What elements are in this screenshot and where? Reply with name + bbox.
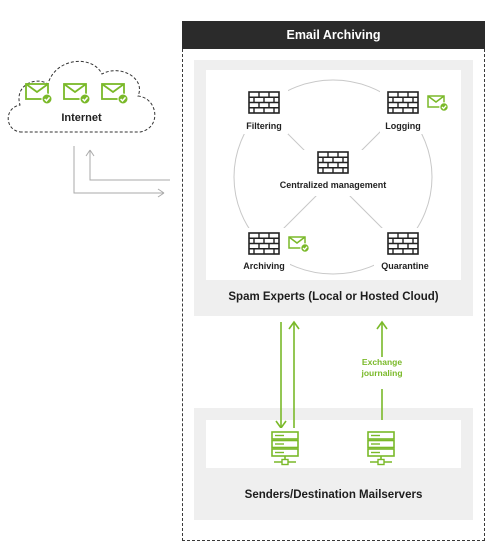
mail-flow-arrows [275, 320, 388, 430]
filtering-label: Filtering [246, 121, 282, 131]
mailservers-inner [206, 420, 461, 468]
brick-wall-icon [387, 91, 419, 114]
centralized-management-label: Centralized management [279, 180, 387, 190]
email-archiving-header: Email Archiving [182, 21, 485, 49]
server-icon [367, 431, 395, 466]
brick-wall-icon [248, 91, 280, 114]
journaling-line-1: Exchange [361, 357, 403, 367]
internet-flow-arrows [73, 146, 170, 198]
quarantine-label: Quarantine [381, 261, 429, 271]
journaling-line-2: journaling [361, 368, 403, 378]
email-archiving-container [182, 49, 485, 541]
spam-experts-title: Spam Experts (Local or Hosted Cloud) [228, 291, 439, 303]
logging-label: Logging [385, 121, 421, 131]
brick-wall-icon [317, 151, 349, 174]
mailservers-title: Senders/Destination Mailservers [244, 489, 423, 501]
exchange-journaling-label: Exchange journaling [352, 357, 412, 379]
internet-label: Internet [61, 112, 102, 124]
brick-wall-icon [387, 232, 419, 255]
archiving-label: Archiving [243, 261, 285, 271]
brick-wall-icon [248, 232, 280, 255]
